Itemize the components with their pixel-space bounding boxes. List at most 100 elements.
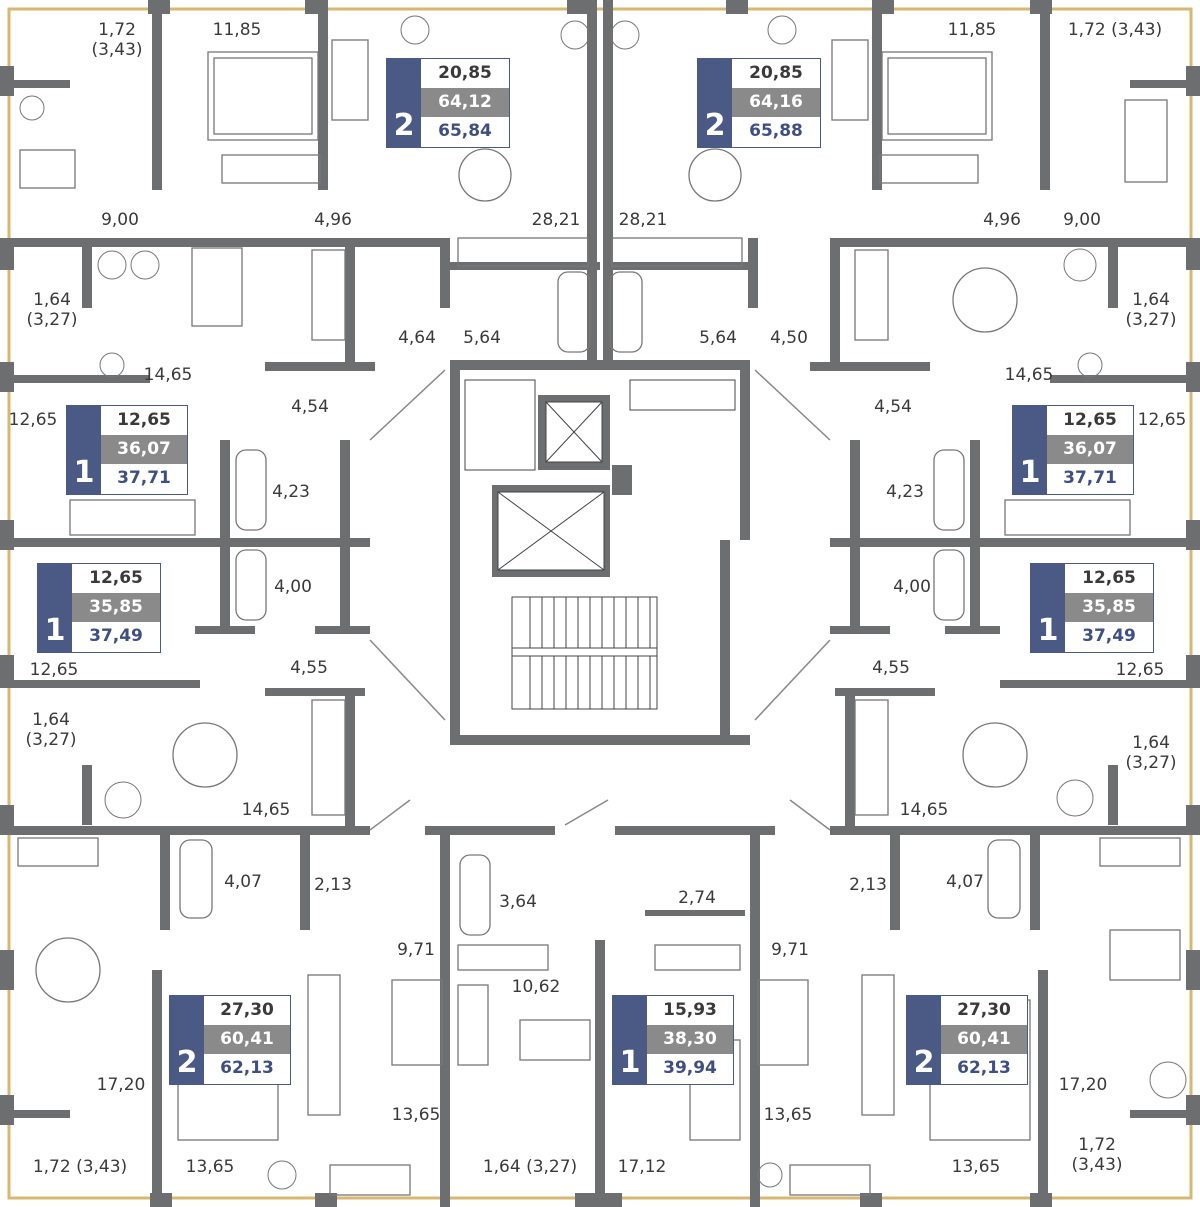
room-count: 2 bbox=[698, 59, 732, 147]
room-area-label: 11,85 bbox=[212, 20, 262, 40]
room-area-label: 17,20 bbox=[1058, 1075, 1108, 1095]
room-area-label: 11,85 bbox=[947, 20, 997, 40]
core-interior bbox=[464, 379, 736, 571]
room-area-label: 4,07 bbox=[224, 872, 262, 892]
room-area-label: 1,64 (3,27) bbox=[482, 1157, 578, 1177]
living-area: 12,65 bbox=[72, 564, 160, 593]
room-area-label: 17,12 bbox=[617, 1157, 667, 1177]
stairs bbox=[511, 596, 658, 710]
room-count: 2 bbox=[387, 59, 421, 147]
room-area-label: 14,65 bbox=[241, 800, 291, 820]
room-area-label: 4,96 bbox=[983, 210, 1021, 230]
living-area: 15,93 bbox=[647, 996, 733, 1025]
room-area-label: 1,72 (3,43) bbox=[1067, 20, 1163, 40]
apartment-area: 38,30 bbox=[647, 1025, 733, 1054]
room-count: 2 bbox=[907, 996, 941, 1084]
furniture bbox=[17, 39, 1181, 1196]
living-area: 20,85 bbox=[732, 59, 820, 88]
room-area-label: 4,54 bbox=[874, 397, 912, 417]
room-area-label: 5,64 bbox=[463, 328, 501, 348]
room-area-label: 4,00 bbox=[893, 577, 931, 597]
room-area-label: 12,65 bbox=[29, 660, 79, 680]
room-area-label: 14,65 bbox=[143, 365, 193, 385]
room-area-label: 9,71 bbox=[397, 940, 435, 960]
total-area: 37,71 bbox=[1047, 464, 1133, 493]
room-area-label: 17,20 bbox=[96, 1075, 146, 1095]
room-area-label: 13,65 bbox=[763, 1105, 813, 1125]
room-area-label: 3,64 bbox=[499, 892, 537, 912]
room-area-label: 4,00 bbox=[274, 577, 312, 597]
living-area: 27,30 bbox=[204, 996, 290, 1025]
room-area-label: 14,65 bbox=[899, 800, 949, 820]
room-area-label: 4,96 bbox=[314, 210, 352, 230]
living-area: 27,30 bbox=[941, 996, 1027, 1025]
room-area-label: 1,72 (3,43) bbox=[1071, 1135, 1123, 1175]
living-area: 20,85 bbox=[421, 59, 509, 88]
room-count: 1 bbox=[38, 564, 72, 652]
plants bbox=[19, 15, 1187, 1190]
apartment-area: 60,41 bbox=[204, 1025, 290, 1054]
room-area-label: 4,55 bbox=[872, 658, 910, 678]
room-area-label: 4,55 bbox=[290, 658, 328, 678]
room-area-label: 12,65 bbox=[8, 410, 58, 430]
total-area: 65,88 bbox=[732, 117, 820, 146]
room-area-label: 13,65 bbox=[185, 1157, 235, 1177]
total-area: 37,71 bbox=[101, 464, 187, 493]
room-area-label: 13,65 bbox=[951, 1157, 1001, 1177]
room-area-label: 1,64 (3,27) bbox=[1125, 290, 1177, 330]
room-count: 1 bbox=[1031, 564, 1065, 652]
room-area-label: 4,50 bbox=[770, 328, 808, 348]
total-area: 62,13 bbox=[941, 1054, 1027, 1083]
room-area-label: 9,00 bbox=[101, 210, 139, 230]
apartment-area: 36,07 bbox=[101, 435, 187, 464]
room-area-label: 13,65 bbox=[391, 1105, 441, 1125]
total-area: 37,49 bbox=[1065, 622, 1153, 651]
room-area-label: 10,62 bbox=[511, 977, 561, 997]
room-area-label: 14,65 bbox=[1004, 365, 1054, 385]
apartment-area: 64,16 bbox=[732, 88, 820, 117]
room-count: 2 bbox=[170, 996, 204, 1084]
apartment-area: 35,85 bbox=[1065, 593, 1153, 622]
room-area-label: 1,72 (3,43) bbox=[32, 1157, 128, 1177]
room-area-label: 4,54 bbox=[291, 397, 329, 417]
room-area-label: 9,00 bbox=[1063, 210, 1101, 230]
room-area-label: 2,13 bbox=[849, 875, 887, 895]
apartment-area: 36,07 bbox=[1047, 435, 1133, 464]
apartment-area: 64,12 bbox=[421, 88, 509, 117]
living-area: 12,65 bbox=[1047, 406, 1133, 435]
apartment-area: 60,41 bbox=[941, 1025, 1027, 1054]
room-area-label: 9,71 bbox=[771, 940, 809, 960]
total-area: 39,94 bbox=[647, 1054, 733, 1083]
room-count: 1 bbox=[1013, 406, 1047, 494]
room-count: 1 bbox=[67, 406, 101, 494]
room-area-label: 28,21 bbox=[531, 210, 581, 230]
total-area: 65,84 bbox=[421, 117, 509, 146]
room-area-label: 1,64 (3,27) bbox=[25, 710, 77, 750]
room-count: 1 bbox=[613, 996, 647, 1084]
room-area-label: 1,72 (3,43) bbox=[91, 20, 143, 60]
living-area: 12,65 bbox=[101, 406, 187, 435]
room-area-label: 5,64 bbox=[699, 328, 737, 348]
room-area-label: 1,64 (3,27) bbox=[1125, 733, 1177, 773]
room-area-label: 2,13 bbox=[314, 875, 352, 895]
apartment-area: 35,85 bbox=[72, 593, 160, 622]
living-area: 12,65 bbox=[1065, 564, 1153, 593]
door-swings bbox=[369, 369, 831, 831]
room-area-label: 12,65 bbox=[1115, 660, 1165, 680]
room-area-label: 28,21 bbox=[618, 210, 668, 230]
room-area-label: 4,23 bbox=[272, 482, 310, 502]
total-area: 62,13 bbox=[204, 1054, 290, 1083]
total-area: 37,49 bbox=[72, 622, 160, 651]
room-area-label: 4,64 bbox=[398, 328, 436, 348]
room-area-label: 12,65 bbox=[1137, 410, 1187, 430]
room-area-label: 1,64 (3,27) bbox=[26, 290, 78, 330]
